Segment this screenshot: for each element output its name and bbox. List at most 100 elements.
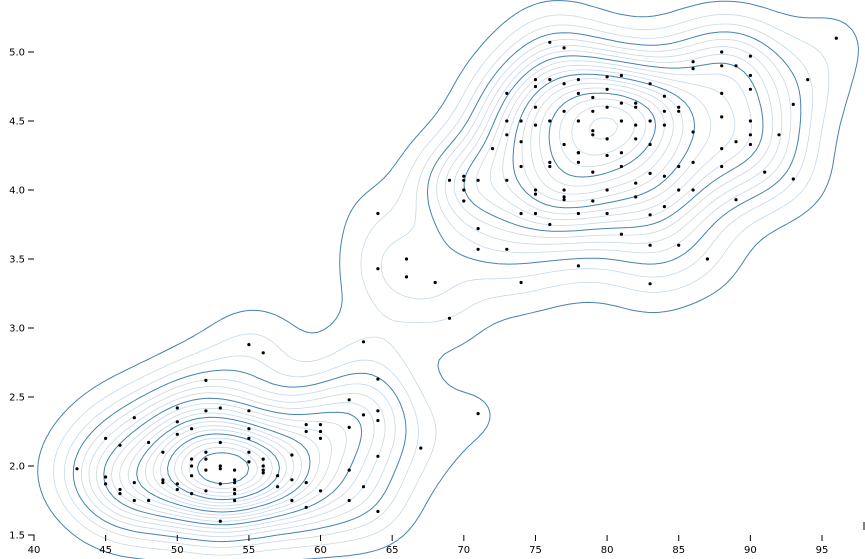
- data-point: [576, 264, 581, 268]
- data-point: [791, 102, 795, 106]
- x-tick: 90: [744, 535, 757, 556]
- data-point: [233, 478, 237, 482]
- svg-text:2.0: 2.0: [9, 462, 25, 473]
- contour-level-10: [119, 64, 736, 519]
- x-tick: 80: [601, 535, 613, 556]
- data-point: [118, 492, 122, 496]
- data-point: [619, 232, 624, 236]
- svg-text:5.0: 5.0: [9, 48, 25, 59]
- data-point: [276, 485, 280, 489]
- data-point: [619, 151, 624, 155]
- data-point: [104, 475, 108, 479]
- data-point: [562, 82, 566, 86]
- y-tick: 1.5: [9, 531, 34, 542]
- data-point: [361, 413, 366, 417]
- contour-level-16: [167, 92, 656, 501]
- data-point: [476, 227, 480, 231]
- data-point: [533, 78, 538, 82]
- x-tick: 45: [99, 535, 112, 556]
- data-point: [591, 133, 595, 137]
- data-point: [677, 109, 681, 113]
- data-point: [505, 119, 509, 123]
- x-tick: 65: [386, 535, 399, 556]
- data-point: [347, 498, 351, 503]
- data-point: [204, 489, 208, 493]
- x-tick: 75: [529, 535, 542, 556]
- data-point: [433, 280, 437, 285]
- data-point: [318, 429, 323, 434]
- contour-level-8: [103, 55, 764, 526]
- y-tick: 4.0: [9, 186, 34, 197]
- data-point: [677, 105, 681, 109]
- svg-text:1.5: 1.5: [9, 531, 25, 542]
- data-point: [619, 73, 624, 78]
- svg-text:85: 85: [672, 545, 685, 556]
- data-point: [662, 94, 667, 98]
- data-point: [376, 418, 380, 423]
- data-point: [233, 468, 237, 472]
- data-points: [75, 36, 838, 523]
- data-point: [720, 64, 724, 68]
- data-point: [218, 519, 222, 523]
- data-point: [662, 205, 667, 209]
- data-point: [576, 119, 581, 123]
- data-point: [519, 164, 523, 169]
- data-point: [361, 485, 366, 489]
- data-point: [519, 140, 523, 144]
- data-point: [748, 54, 753, 58]
- data-point: [304, 481, 308, 485]
- svg-text:55: 55: [243, 545, 256, 556]
- data-point: [605, 137, 609, 141]
- y-tick: 3.5: [9, 255, 34, 266]
- data-point: [834, 36, 838, 40]
- data-point: [576, 211, 581, 216]
- svg-text:70: 70: [457, 545, 470, 556]
- data-point: [634, 101, 638, 105]
- data-point: [233, 498, 237, 503]
- data-point: [290, 453, 294, 457]
- y-tick: 3.0: [9, 324, 34, 335]
- y-tick: 5.0: [9, 48, 34, 59]
- contour-level-15: [160, 87, 665, 504]
- data-point: [190, 464, 194, 468]
- data-point: [748, 87, 753, 91]
- data-point: [720, 50, 724, 54]
- data-point: [304, 423, 308, 427]
- data-point: [734, 198, 738, 202]
- data-point: [576, 78, 581, 82]
- svg-text:95: 95: [816, 545, 829, 556]
- data-point: [476, 178, 480, 182]
- data-point: [261, 468, 265, 472]
- data-point: [734, 64, 738, 68]
- data-point: [175, 420, 179, 424]
- svg-text:3.0: 3.0: [9, 324, 25, 335]
- data-point: [533, 188, 538, 192]
- data-point: [562, 46, 566, 50]
- data-point: [591, 95, 595, 100]
- data-point: [548, 78, 552, 82]
- data-point: [347, 398, 351, 402]
- data-point: [591, 129, 595, 133]
- data-point: [777, 133, 781, 137]
- data-point: [218, 464, 222, 468]
- data-point: [691, 188, 695, 192]
- data-point: [533, 84, 538, 89]
- data-point: [791, 177, 795, 181]
- data-point: [247, 436, 251, 440]
- data-point: [648, 243, 652, 247]
- data-point: [247, 450, 251, 454]
- svg-text:60: 60: [314, 545, 327, 556]
- data-point: [648, 82, 652, 86]
- data-point: [591, 170, 595, 174]
- data-point: [404, 257, 409, 261]
- data-point: [605, 75, 609, 79]
- contour-level-4: [72, 31, 802, 543]
- data-point: [648, 142, 652, 147]
- svg-text:75: 75: [529, 545, 542, 556]
- data-point: [218, 406, 222, 410]
- data-point: [748, 133, 753, 137]
- data-point: [204, 468, 208, 472]
- svg-text:3.5: 3.5: [9, 255, 25, 266]
- data-point: [318, 489, 323, 493]
